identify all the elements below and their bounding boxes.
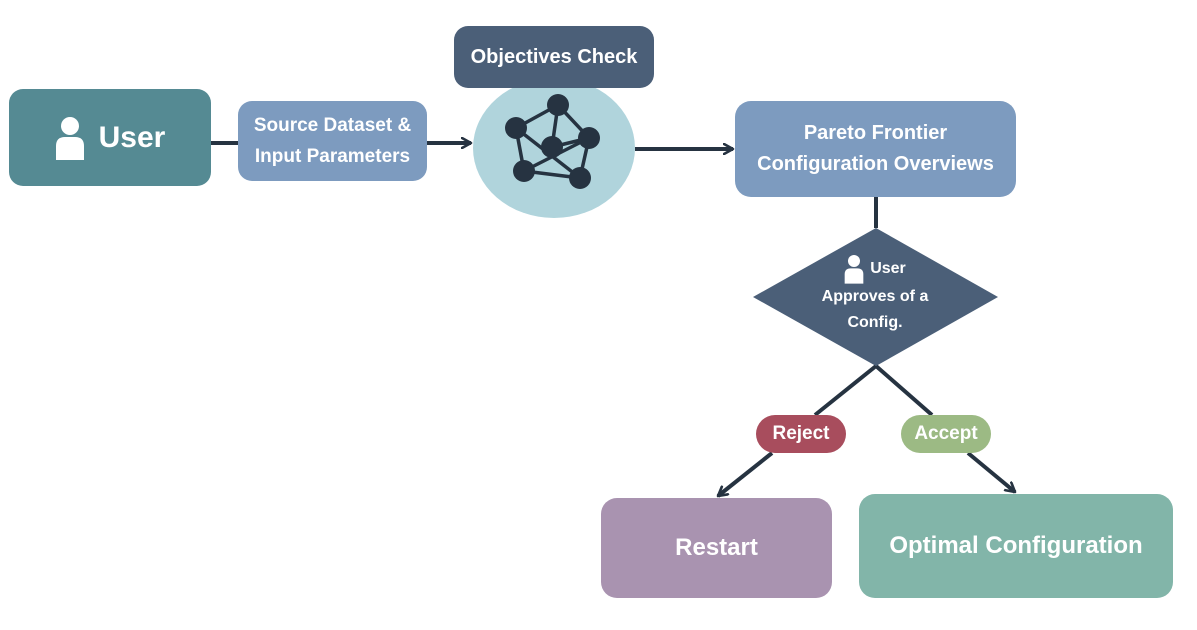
source-dataset-node: Source Dataset & Input Parameters (238, 101, 427, 181)
decision-label-line1: User (870, 260, 906, 277)
pareto-frontier-node: Pareto Frontier Configuration Overviews (735, 101, 1016, 197)
objectives-check-label: Objectives Check (454, 26, 654, 88)
accept-branch-label: Accept (901, 415, 991, 453)
pareto-label-line1: Pareto Frontier (803, 122, 948, 144)
restart-node: Restart (601, 498, 832, 598)
network-graph-icon (505, 94, 600, 189)
connector-decision-reject (813, 364, 878, 417)
optimal-label: Optimal Configuration (889, 532, 1143, 559)
objectives-check-circle (473, 78, 635, 218)
person-icon (844, 255, 864, 284)
source-label-line1: Source Dataset & (253, 115, 412, 136)
objectives-label: Objectives Check (470, 45, 638, 68)
decision-label-line2: Approves of a (821, 288, 929, 305)
arrow-reject-restart (718, 451, 774, 498)
arrow-accept-optimal (966, 451, 1015, 494)
connector-decision-accept (874, 364, 934, 417)
optimal-configuration-node: Optimal Configuration (859, 494, 1173, 598)
person-icon (55, 116, 84, 160)
user-node: User (9, 89, 211, 186)
decision-user-line: User (790, 254, 960, 284)
pareto-label-line2: Configuration Overviews (757, 153, 994, 175)
restart-label: Restart (675, 534, 758, 561)
accept-label: Accept (914, 423, 978, 444)
reject-label: Reject (772, 423, 830, 444)
reject-branch-label: Reject (756, 415, 846, 453)
decision-label: User Approves of a Config. (790, 254, 960, 336)
decision-label-line3: Config. (847, 314, 903, 331)
source-label-line2: Input Parameters (254, 146, 411, 167)
decision-diamond (753, 228, 998, 366)
user-label: User (98, 120, 166, 154)
